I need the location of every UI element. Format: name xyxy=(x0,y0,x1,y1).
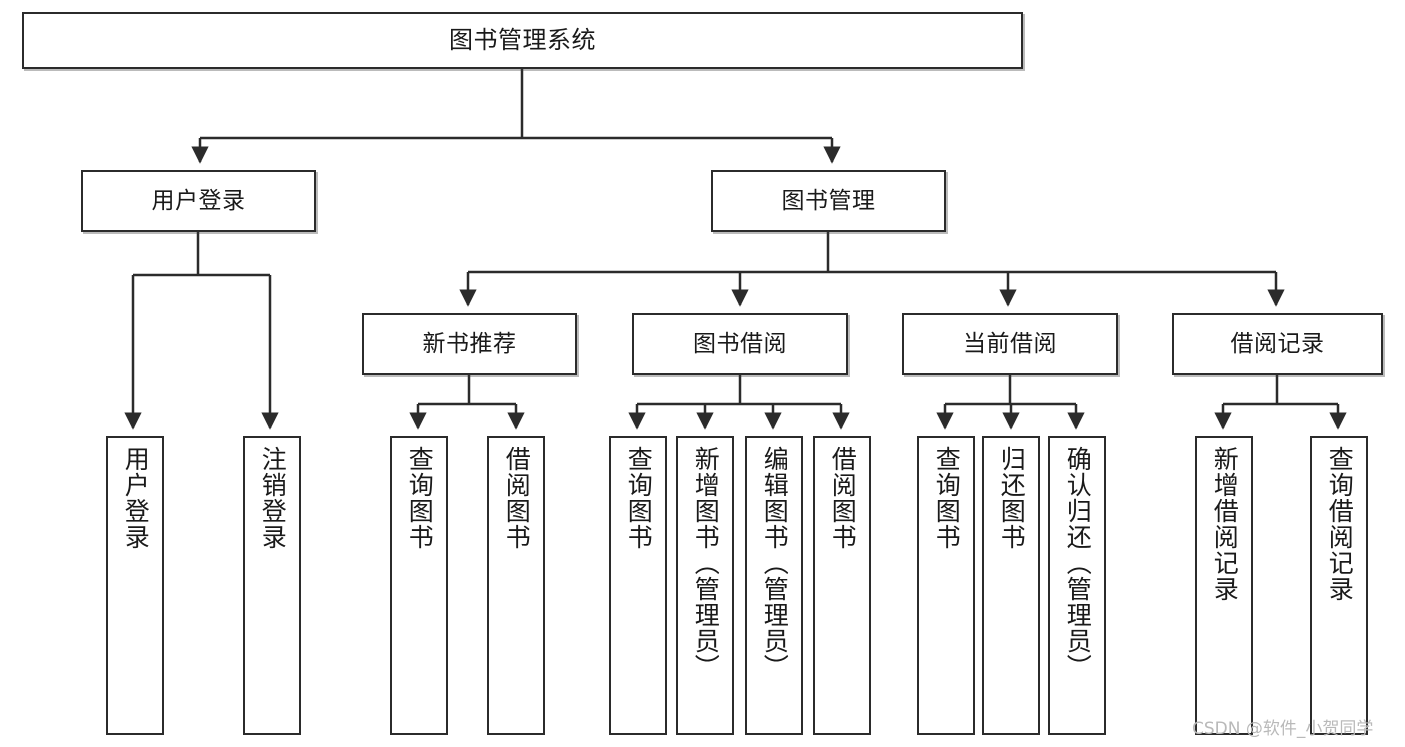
node-label: 当前借阅 xyxy=(963,330,1057,357)
leaf-borrow-book-2[interactable]: 借阅图书 xyxy=(813,436,871,735)
leaf-query-book-3[interactable]: 查询图书 xyxy=(917,436,975,735)
leaf-add-borrow-record[interactable]: 新增借阅记录 xyxy=(1195,436,1253,735)
leaf-query-book-1[interactable]: 查询图书 xyxy=(390,436,448,735)
node-label: 图书管理系统 xyxy=(449,25,596,54)
leaf-add-book-admin[interactable]: 新增图书（管理员） xyxy=(676,436,734,735)
node-label: 查询图书 xyxy=(932,446,962,550)
csdn-watermark: CSDN @软件_小贺同学 xyxy=(1192,719,1374,739)
node-label: 借阅记录 xyxy=(1230,330,1325,357)
leaf-borrow-book-1[interactable]: 借阅图书 xyxy=(487,436,545,735)
node-label: 用户登录 xyxy=(151,187,246,214)
node-label: 用户登录 xyxy=(121,446,151,550)
leaf-query-borrow-record[interactable]: 查询借阅记录 xyxy=(1310,436,1368,735)
node-label: 借阅图书 xyxy=(828,446,858,550)
node-borrow-record[interactable]: 借阅记录 xyxy=(1172,313,1383,375)
node-new-book-recommendation[interactable]: 新书推荐 xyxy=(362,313,577,375)
node-label: 确认归还（管理员） xyxy=(1063,446,1093,680)
node-root-library-management-system[interactable]: 图书管理系统 xyxy=(22,12,1023,69)
leaf-user-login[interactable]: 用户登录 xyxy=(106,436,164,735)
node-label: 新增借阅记录 xyxy=(1210,446,1240,602)
node-label: 图书管理 xyxy=(781,187,876,214)
node-user-login[interactable]: 用户登录 xyxy=(81,170,316,232)
node-label: 新书推荐 xyxy=(422,330,517,357)
leaf-edit-book-admin[interactable]: 编辑图书（管理员） xyxy=(745,436,803,735)
node-label: 归还图书 xyxy=(997,446,1027,550)
leaf-query-book-2[interactable]: 查询图书 xyxy=(609,436,667,735)
node-label: 新增图书（管理员） xyxy=(691,446,721,680)
leaf-confirm-return-admin[interactable]: 确认归还（管理员） xyxy=(1048,436,1106,735)
node-label: 查询图书 xyxy=(624,446,654,550)
node-label: 查询借阅记录 xyxy=(1325,446,1355,602)
node-label: 编辑图书（管理员） xyxy=(760,446,790,680)
node-label: 查询图书 xyxy=(405,446,435,550)
leaf-logout[interactable]: 注销登录 xyxy=(243,436,301,735)
leaf-return-book[interactable]: 归还图书 xyxy=(982,436,1040,735)
node-current-borrow[interactable]: 当前借阅 xyxy=(902,313,1118,375)
node-book-management[interactable]: 图书管理 xyxy=(711,170,946,232)
node-book-borrow[interactable]: 图书借阅 xyxy=(632,313,848,375)
node-label: 借阅图书 xyxy=(502,446,532,550)
node-label: 注销登录 xyxy=(258,446,288,550)
node-label: 图书借阅 xyxy=(693,330,787,357)
